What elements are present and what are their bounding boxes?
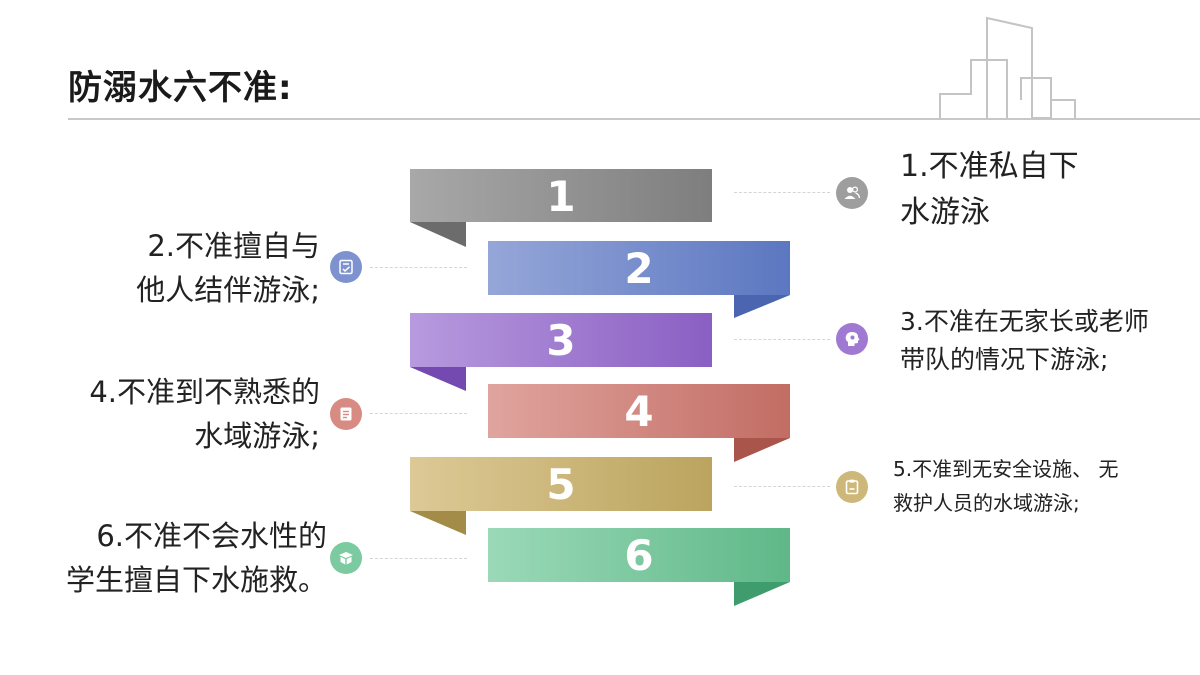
ribbon-band-4: [488, 384, 790, 438]
idea-head-icon: [845, 332, 860, 346]
item-6-line-2: 学生擅自下水施救。: [65, 563, 327, 598]
item-4-line-2: 水域游泳;: [194, 419, 320, 454]
ribbon-fold-6: [734, 582, 790, 606]
connector-1: [734, 192, 830, 193]
item-text-5: 5.不准到无安全设施、 无 救护人员的水域游泳;: [893, 452, 1118, 520]
ribbon-band-6: [488, 528, 790, 582]
document-icon: [340, 407, 352, 421]
badge-4: [330, 398, 362, 430]
title-divider: [68, 118, 1200, 120]
badge-3: [836, 323, 868, 355]
ribbon-band-2: [488, 241, 790, 295]
item-2-line-2: 他人结伴游泳;: [136, 273, 320, 308]
item-2-line-1: 2.不准擅自与: [147, 229, 320, 263]
item-text-1: 1.不准私自下 水游泳: [900, 144, 1079, 235]
badge-2: [330, 251, 362, 283]
item-text-3: 3.不准在无家长或老师 带队的情况下游泳;: [900, 303, 1149, 379]
connector-5: [734, 486, 830, 487]
checklist-icon: [339, 259, 353, 275]
ribbon-number-6: 6: [624, 531, 653, 580]
ribbon-fold-4: [734, 438, 790, 462]
item-3-line-2: 带队的情况下游泳;: [900, 345, 1109, 374]
item-6-line-1: 6.不准不会水性的: [96, 519, 327, 553]
ribbon-fold-2: [734, 295, 790, 318]
item-3-line-1: 3.不准在无家长或老师: [900, 307, 1149, 336]
ribbon-band-5: [410, 457, 712, 511]
item-text-6: 6.不准不会水性的 学生擅自下水施救。: [66, 514, 327, 602]
item-5-line-2: 救护人员的水域游泳;: [893, 491, 1080, 515]
item-1-line-2: 水游泳: [900, 194, 990, 230]
users-icon: [844, 186, 861, 199]
ribbon-number-2: 2: [624, 244, 653, 293]
ribbon-number-1: 1: [546, 172, 575, 221]
ribbon-fold-5: [410, 511, 466, 535]
item-4-line-1: 4.不准到不熟悉的: [89, 375, 320, 409]
city-skyline-icon: [939, 16, 1076, 119]
ribbon-number-4: 4: [624, 387, 653, 436]
ribbon-number-5: 5: [546, 460, 575, 509]
badge-5: [836, 471, 868, 503]
ribbon-band-1: [410, 169, 712, 222]
item-5-line-1: 5.不准到无安全设施、 无: [893, 457, 1119, 481]
ribbon-fold-1: [410, 222, 466, 247]
connector-3: [734, 339, 830, 340]
item-1-line-1: 1.不准私自下: [900, 149, 1079, 184]
page-title: 防溺水六不准:: [68, 68, 293, 108]
connector-6: [370, 558, 467, 559]
item-text-2: 2.不准擅自与 他人结伴游泳;: [136, 224, 320, 312]
item-text-4: 4.不准到不熟悉的 水域游泳;: [89, 370, 320, 458]
connector-4: [370, 413, 467, 414]
ribbon-fold-3: [410, 367, 466, 391]
box-icon: [339, 552, 353, 565]
clipboard-icon: [845, 479, 859, 495]
ribbon-band-3: [410, 313, 712, 367]
badge-6: [330, 542, 362, 574]
badge-1: [836, 177, 868, 209]
ribbon-number-3: 3: [546, 316, 575, 365]
connector-2: [370, 267, 467, 268]
